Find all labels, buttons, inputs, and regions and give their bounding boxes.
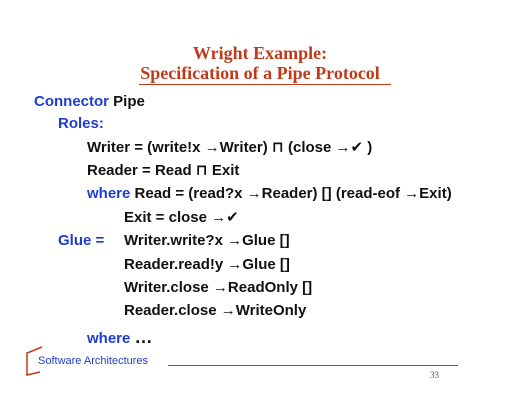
where-keyword: where — [87, 185, 131, 202]
connector-keyword: Connector — [34, 93, 109, 110]
footer-label: Software Architectures — [38, 355, 149, 367]
roles-label: Roles: — [58, 115, 104, 132]
title-underline — [139, 84, 391, 85]
read-definition: Read = (read?x →Reader) [] (read-eof →Ex… — [134, 185, 452, 202]
footer-rule — [168, 365, 458, 366]
writer-definition: Writer = (write!x →Writer) ⊓ (close →✔ ) — [87, 139, 373, 156]
reader-definition: Reader = Read ⊓ Exit — [87, 162, 240, 179]
ellipsis: … — [134, 327, 153, 347]
where-ellipsis-line: where … — [87, 328, 153, 348]
glue-line-2: Reader.read!y →Glue [] — [124, 256, 290, 273]
glue-keyword: Glue = — [58, 232, 105, 249]
slide-title-line1: Wright Example: — [192, 43, 328, 63]
where-keyword-2: where — [87, 330, 131, 347]
where-line: where Read = (read?x →Reader) [] (read-e… — [87, 185, 452, 203]
slide-title-line2: Specification of a Pipe Protocol — [140, 63, 380, 83]
glue-line-1: Writer.write?x →Glue [] — [124, 232, 290, 249]
glue-line-3: Writer.close →ReadOnly [] — [124, 279, 313, 296]
exit-definition: Exit = close →✔ — [124, 209, 239, 226]
page-number: 33 — [430, 370, 439, 380]
glue-line-4: Reader.close →WriteOnly — [124, 302, 307, 319]
connector-line: Connector Pipe — [34, 93, 145, 111]
footer-corner-icon — [26, 346, 43, 376]
connector-name: Pipe — [113, 93, 145, 110]
